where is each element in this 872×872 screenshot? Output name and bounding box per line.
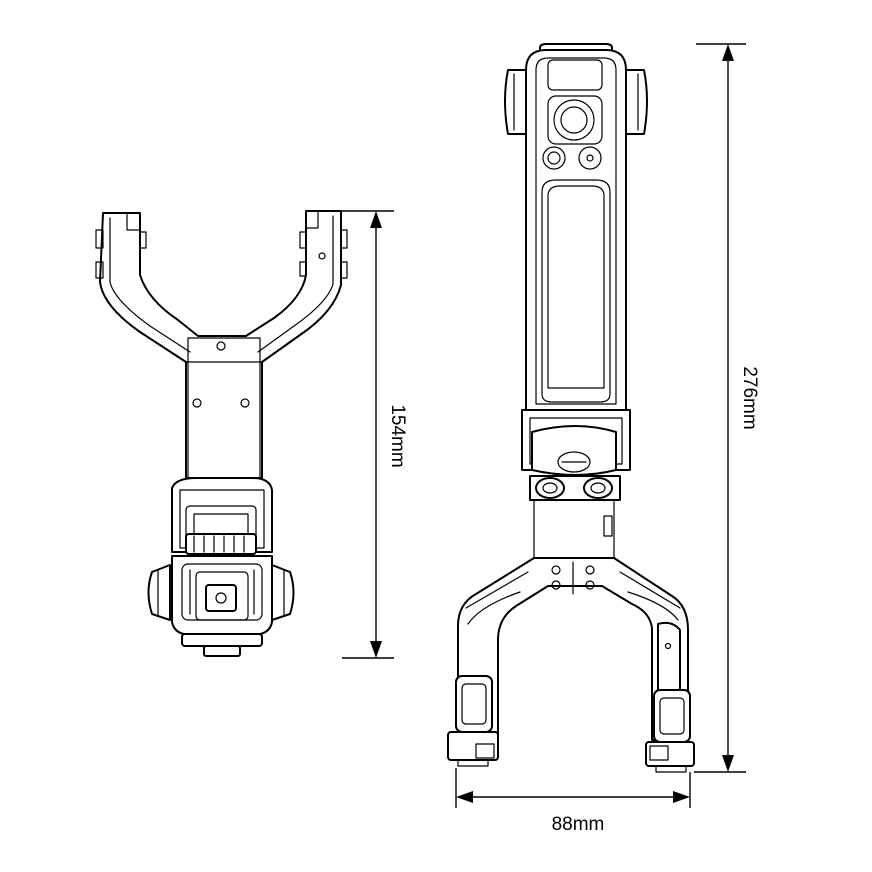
arrow-down-icon [370,641,382,658]
arrow-down-icon [722,755,734,772]
dimension-label-154mm: 154mm [387,404,408,467]
dimension-label-276mm: 276mm [739,366,760,429]
arrow-up-icon [370,211,382,228]
arrow-up-icon [722,44,734,61]
dimension-88mm: 88mm [455,768,691,835]
arrow-right-icon [673,791,690,803]
arrow-left-icon [456,791,473,803]
dimension-154mm: 154mm [342,210,408,659]
dimension-label-88mm: 88mm [552,814,605,835]
left-view-holder [95,210,348,657]
right-view-grip [447,43,695,773]
dimension-276mm: 276mm [694,43,760,773]
